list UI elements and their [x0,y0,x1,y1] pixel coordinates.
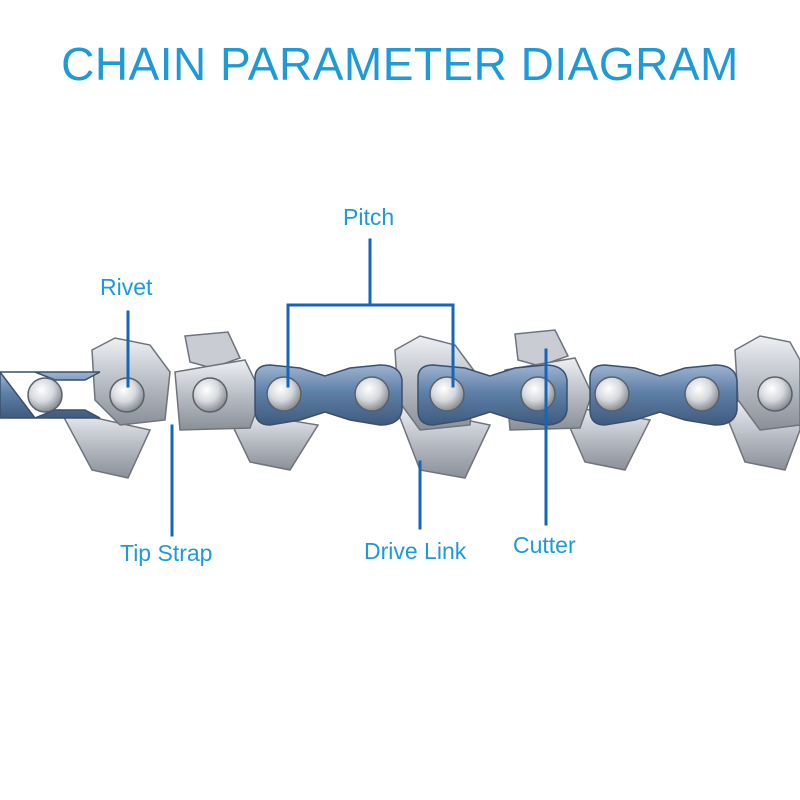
rivet [354,376,390,412]
rivet [757,376,793,412]
rivet [594,376,630,412]
tip-strap-label: Tip Strap [120,540,213,566]
rivets [27,376,793,413]
cutter-label: Cutter [513,532,576,558]
rivet [520,376,556,412]
drive-link-label: Drive Link [364,538,467,564]
rivet [684,376,720,412]
callout-lines [126,238,548,537]
page-title: CHAIN PARAMETER DIAGRAM [61,38,739,90]
rivet [192,377,228,413]
rivet-label: Rivet [100,274,153,300]
rivet [27,377,63,413]
pitch-bracket [286,238,455,388]
pitch-label: Pitch [343,204,395,230]
rivet [266,376,302,412]
rivet [429,376,465,412]
